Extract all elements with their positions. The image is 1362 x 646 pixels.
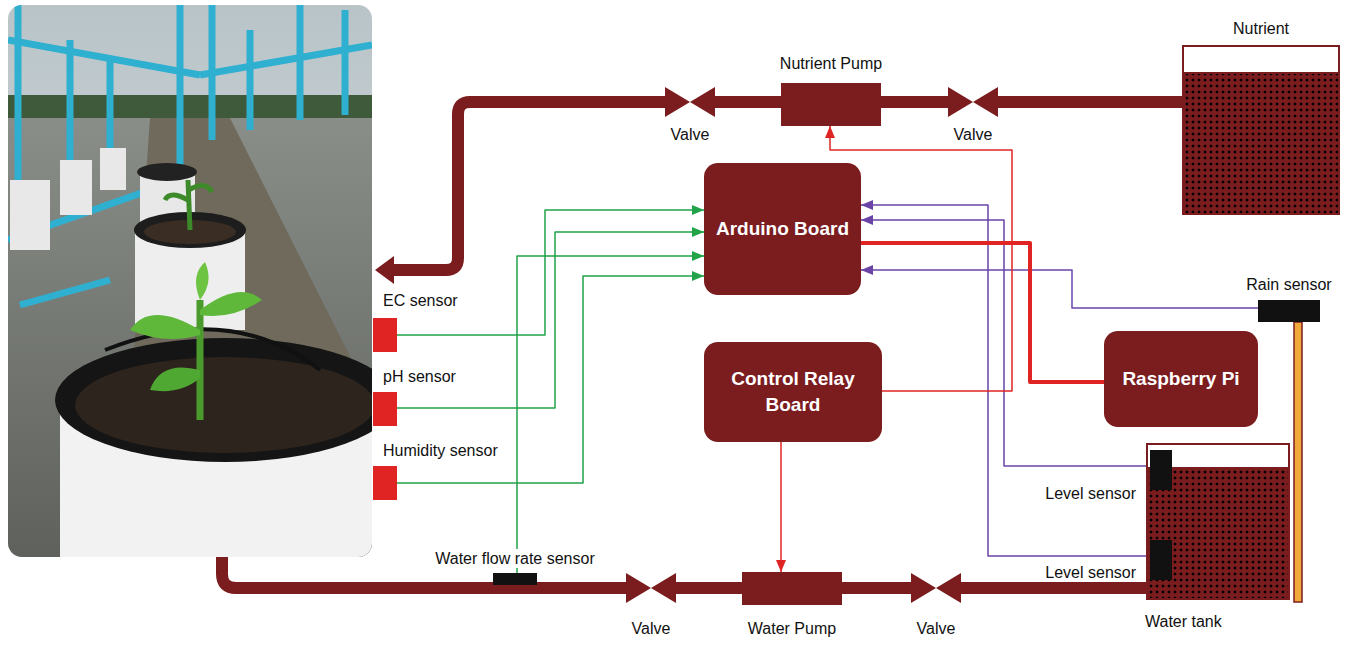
part-label: Valve xyxy=(669,125,712,144)
valve-symbol: Valve xyxy=(911,573,961,603)
pipe xyxy=(881,96,948,108)
box-label: Arduino Board xyxy=(716,216,849,242)
valve-half xyxy=(948,87,973,117)
part-label: Level sensor xyxy=(1043,563,1138,582)
valve-half xyxy=(690,87,715,117)
valve-symbol: Valve xyxy=(626,573,676,603)
tree-line xyxy=(8,95,372,120)
valve-half xyxy=(936,573,961,603)
data-cable xyxy=(861,243,1104,382)
pump-box: Water Pump xyxy=(742,572,842,605)
pipe xyxy=(842,582,911,594)
computer-box: Raspberry Pi xyxy=(1104,331,1258,427)
control-wire xyxy=(780,442,782,572)
part-label: Rain sensor xyxy=(1244,275,1333,294)
valve-half xyxy=(911,573,936,603)
valve-shape xyxy=(665,87,715,117)
pipe xyxy=(998,96,1182,108)
rain-sensor-pole xyxy=(1294,322,1302,602)
box-label: Raspberry Pi xyxy=(1122,366,1239,392)
greenhouse-photo xyxy=(8,5,372,557)
pipe xyxy=(676,582,742,594)
part-label: Humidity sensor xyxy=(381,441,500,460)
front-pot xyxy=(55,262,372,557)
sensor-marker: Humidity sensor xyxy=(373,466,397,500)
level-sensor: Level sensor xyxy=(1150,540,1172,580)
nutrient-tank: Nutrient xyxy=(1182,45,1340,215)
valve-half xyxy=(665,87,690,117)
valve-half xyxy=(973,87,998,117)
sensor-marker: pH sensor xyxy=(373,392,397,426)
nutrient-pipe xyxy=(392,102,667,270)
signal-wire xyxy=(861,270,1258,308)
part-label: Valve xyxy=(915,619,958,638)
relay-box: Control Relay Board xyxy=(704,342,882,442)
part-label: Nutrient xyxy=(1231,19,1291,38)
valve-shape xyxy=(911,573,961,603)
valve-half xyxy=(651,573,676,603)
pipe xyxy=(961,582,1146,594)
valve-half xyxy=(626,573,651,603)
sensor-marker: EC sensor xyxy=(373,318,397,352)
part-label: Water Pump xyxy=(746,619,838,638)
pump-box: Nutrient Pump xyxy=(781,83,881,126)
valve-shape xyxy=(948,87,998,117)
controller-box: Arduino Board xyxy=(704,163,861,295)
valve-symbol: Valve xyxy=(948,87,998,117)
signal-wire xyxy=(517,256,704,573)
pipe xyxy=(715,96,781,108)
sensor-marker: Rain sensor xyxy=(1258,300,1320,322)
part-label: Water flow rate sensor xyxy=(433,549,596,568)
flow-sensor: Water flow rate sensor xyxy=(493,573,537,585)
signal-wire xyxy=(397,210,704,335)
pipe-arrowhead xyxy=(375,256,394,284)
part-label: Water tank xyxy=(1143,612,1224,631)
valve-shape xyxy=(626,573,676,603)
part-label: pH sensor xyxy=(381,367,458,386)
part-label: EC sensor xyxy=(381,291,460,310)
box-label: Control Relay Board xyxy=(704,366,882,417)
water-tank: Water tankLevel sensorLevel sensor xyxy=(1146,443,1290,600)
valve-symbol: Valve xyxy=(665,87,715,117)
part-label: Valve xyxy=(630,619,673,638)
part-label: Level sensor xyxy=(1043,484,1138,503)
part-label: Valve xyxy=(952,125,995,144)
part-label: Nutrient Pump xyxy=(778,54,884,73)
level-sensor: Level sensor xyxy=(1150,450,1172,490)
tank-headspace xyxy=(1184,47,1338,74)
